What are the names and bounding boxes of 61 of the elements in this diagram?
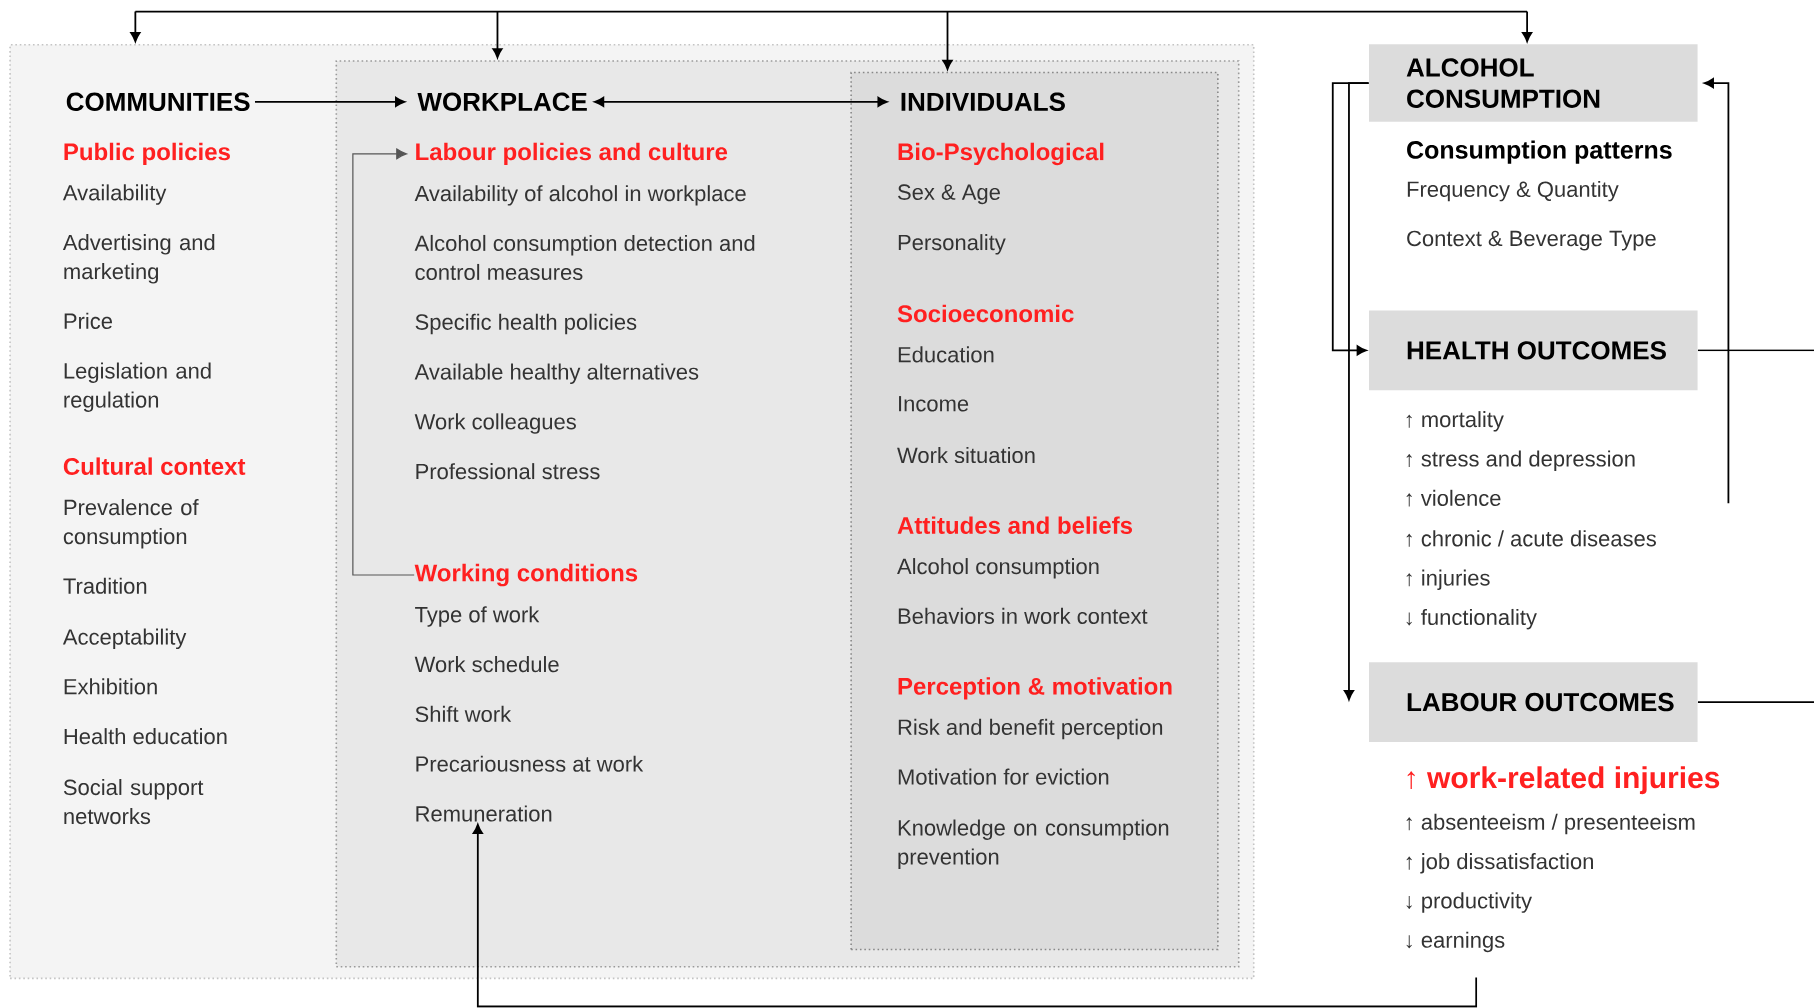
factor-list: Working conditions Type of work Work schedule Shift work Precariousness at work Remuneration	[414, 564, 644, 822]
list-item: Alcohol consumption	[897, 558, 1099, 579]
list-item: Risk and benefit perception	[898, 719, 1163, 740]
category-heading: Socioeconomic	[897, 304, 1074, 323]
dotted-panel	[850, 71, 1219, 951]
list-item: Acceptability	[62, 628, 187, 650]
list-item: Legislation and regulation	[64, 362, 211, 413]
list-item: Availability	[62, 184, 167, 205]
header-box: LABOUR OUTCOMES	[1369, 662, 1698, 743]
list-item: ↑ stress and depression	[1406, 450, 1635, 472]
arrow	[594, 96, 888, 108]
category-heading: Public policies	[64, 142, 230, 166]
list-item: Context & Beverage Type	[1407, 230, 1656, 251]
list-item: ↑ violence	[1406, 489, 1501, 507]
list-item: Prevalence of consumption	[63, 499, 199, 549]
connector-line	[1697, 701, 1814, 704]
header-box: HEALTH OUTCOMES	[1369, 310, 1698, 391]
category-heading: Perception & motivation	[898, 677, 1172, 700]
arrow	[472, 824, 1478, 1008]
arrow	[1703, 78, 1730, 505]
list-item: Education	[898, 346, 994, 363]
list-item: Behaviors in work context	[898, 607, 1148, 625]
list-item: Knowledge on consumption prevention	[898, 819, 1169, 870]
column-heading: WORKPLACE	[417, 92, 587, 112]
arrow	[942, 10, 953, 70]
arrow	[254, 96, 406, 108]
list-item: Exhibition	[64, 678, 157, 695]
category-heading: Cultural context	[63, 457, 246, 476]
arrow	[492, 10, 503, 59]
list-item: Work situation	[897, 447, 1035, 464]
list-item: ↑ mortality	[1406, 411, 1504, 432]
list-item: Health education	[64, 728, 227, 745]
arrow	[1522, 10, 1533, 43]
list-item: ↓ productivity	[1406, 892, 1532, 913]
list-item: ↑ chronic / acute diseases	[1406, 530, 1656, 548]
list-item: ↓ earnings	[1406, 931, 1505, 953]
list-item: Advertising and marketing	[62, 234, 215, 284]
list-item: ↑ job dissatisfaction	[1406, 853, 1593, 874]
header-box: ALCOHOL CONSUMPTION	[1369, 44, 1698, 123]
list-item: Income	[899, 396, 969, 412]
list-item: ↑ injuries	[1406, 569, 1490, 591]
list-item: Tradition	[63, 577, 147, 594]
factor-list: Labour policies and culture Availability of alcohol in workplace Alcohol consumption detection and control measures Specific health policies Available healthy alternatives Work colleagues Professional stress	[414, 142, 755, 480]
category-heading: Bio-Psychological	[898, 142, 1104, 166]
arrow	[1343, 82, 1370, 701]
list-item: ↓ functionality	[1406, 609, 1537, 630]
arrow	[352, 148, 415, 576]
connector-line	[1697, 349, 1814, 352]
list-item: Sex & Age	[898, 184, 1000, 205]
list-item: Motivation for eviction	[898, 768, 1109, 785]
list-item: Social support networks	[63, 779, 204, 825]
category-heading: Attitudes and beliefs	[897, 516, 1132, 535]
connector-line	[134, 10, 1528, 13]
column-heading: COMMUNITIES	[66, 92, 250, 112]
arrow	[130, 10, 141, 43]
list-item: Personality	[898, 234, 1006, 255]
arrow	[1331, 82, 1370, 356]
list-item: Price	[64, 312, 112, 330]
column-heading: INDIVIDUALS	[901, 92, 1065, 112]
list-item: Frequency & Quantity	[1407, 181, 1619, 202]
list-item: ↑ absenteeism / presenteeism	[1406, 813, 1695, 835]
